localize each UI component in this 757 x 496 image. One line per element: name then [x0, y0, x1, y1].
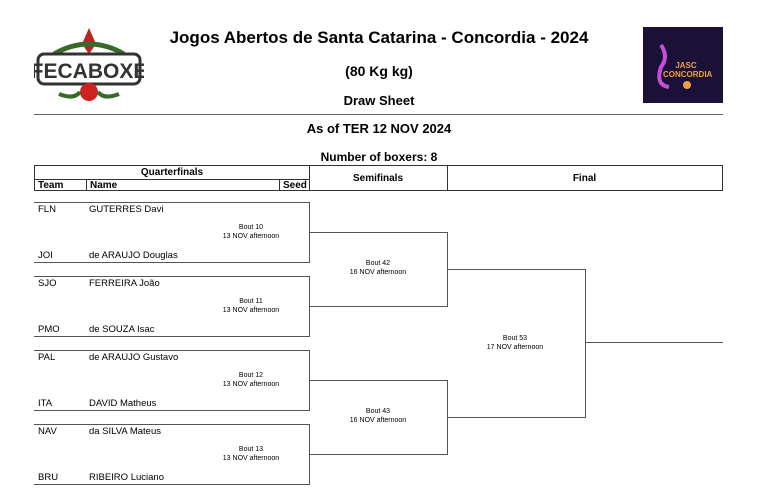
semifinal-bout-42: Bout 42 16 NOV afternoon [309, 232, 448, 307]
quarterfinal-bout-12: PAL de ARAUJO Gustavo Bout 12 13 NOV afte… [34, 350, 310, 411]
red-corner-team: PAL [38, 352, 56, 363]
sheet-subtitle: Draw Sheet [343, 93, 415, 108]
blue-corner-team: JOI [38, 250, 53, 261]
red-corner-name: FERREIRA João [89, 278, 160, 289]
bout-schedule: 13 NOV afternoon [222, 233, 280, 240]
bout-number: Bout 12 [238, 372, 264, 379]
red-corner-team: FLN [38, 204, 56, 215]
bout-schedule: 16 NOV afternoon [349, 269, 407, 276]
semifinal-bout-43: Bout 43 16 NOV afternoon [309, 380, 448, 455]
team-column-header: Team [35, 179, 87, 191]
name-column-header: Name [87, 179, 279, 191]
final-bout-53: Bout 53 17 NOV afternoon [447, 269, 586, 418]
jasc-logo-text: JASC CONCORDIA [663, 61, 713, 79]
quarterfinal-bout-11: SJO FERREIRA João Bout 11 13 NOV afternoo… [34, 276, 310, 337]
quarterfinal-bout-10: FLN GUTERRES Davi Bout 10 13 NOV afternoo… [34, 202, 310, 263]
bout-number: Bout 43 [365, 408, 391, 415]
quarterfinals-header: Quarterfinals Team Name Seed [34, 165, 310, 191]
bout-number: Bout 13 [238, 446, 264, 453]
blue-corner-team: PMO [38, 324, 60, 335]
bout-number: Bout 53 [502, 335, 528, 342]
blue-corner-name: de ARAUJO Douglas [89, 250, 178, 261]
blue-corner-team: ITA [38, 398, 53, 409]
semifinals-header: Semifinals [309, 165, 448, 191]
red-corner-name: da SILVA Mateus [89, 426, 161, 437]
as-of-date: As of TER 12 NOV 2024 [306, 121, 452, 136]
blue-corner-team: BRU [38, 472, 59, 483]
boxers-count: Number of boxers: 8 [320, 150, 438, 164]
blue-corner-name: RIBEIRO Luciano [89, 472, 164, 483]
jasc-logo: JASC CONCORDIA [643, 27, 723, 103]
blue-corner-name: DAVID Matheus [89, 398, 157, 409]
bout-number: Bout 42 [365, 260, 391, 267]
bout-schedule: 17 NOV afternoon [486, 344, 544, 351]
red-corner-team: SJO [38, 278, 57, 289]
fecaboxe-logo: FECABOXE [31, 24, 147, 104]
final-header: Final [447, 165, 723, 191]
bout-number: Bout 10 [238, 224, 264, 231]
header-divider [34, 114, 723, 115]
bout-schedule: 13 NOV afternoon [222, 381, 280, 388]
svg-text:FECABOXE: FECABOXE [34, 60, 144, 83]
weight-class: (80 Kg kg) [345, 63, 413, 79]
seed-column-header: Seed [279, 179, 309, 191]
quarterfinals-label: Quarterfinals [140, 167, 204, 178]
bout-schedule: 13 NOV afternoon [222, 455, 280, 462]
bout-schedule: 16 NOV afternoon [349, 417, 407, 424]
bout-schedule: 13 NOV afternoon [222, 307, 280, 314]
red-corner-name: de ARAUJO Gustavo [89, 352, 179, 363]
winner-line [585, 342, 723, 343]
event-title: Jogos Abertos de Santa Catarina - Concor… [169, 28, 589, 47]
bout-number: Bout 11 [239, 298, 263, 305]
quarterfinal-bout-13: NAV da SILVA Mateus Bout 13 13 NOV aftern… [34, 424, 310, 485]
red-corner-name: GUTERRES Davi [89, 204, 164, 215]
red-corner-team: NAV [38, 426, 57, 437]
blue-corner-name: de SOUZA Isac [89, 324, 155, 335]
